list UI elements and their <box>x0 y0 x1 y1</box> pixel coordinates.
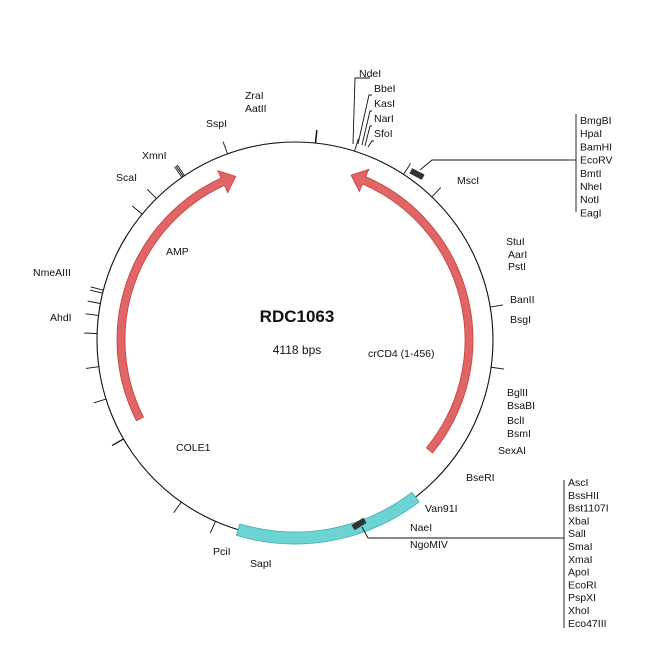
site-label-ndei: NdeI <box>359 68 381 80</box>
cluster-top-leader <box>352 77 370 145</box>
site-label-zrai: ZraI <box>245 90 264 102</box>
site-tick-xmni <box>403 163 411 175</box>
site-tick-sspi <box>354 138 359 152</box>
site-tick-msci <box>222 141 228 155</box>
plasmid-name: RDC1063 <box>260 307 335 326</box>
site-cluster-bottom: AscIBssHIIBst1107IXbaISalISmaIXmaIApoIEc… <box>351 477 609 630</box>
site-label-pspxi: PspXI <box>568 592 596 604</box>
site-tick-stui <box>176 164 185 176</box>
site-tick-psti <box>174 166 183 178</box>
site-label-xmai: XmaI <box>568 554 593 566</box>
site-label-aari: AarI <box>508 249 527 261</box>
plasmid-length: 4118 bps <box>273 343 322 357</box>
plasmid-backbone <box>96 141 494 539</box>
site-label-psti: PstI <box>508 261 526 273</box>
site-tick-bsgi <box>131 205 143 215</box>
site-tick-bsmi <box>85 313 99 316</box>
site-label-eagi: EagI <box>580 207 602 219</box>
site-label-kasi: KasI <box>374 98 395 110</box>
site-tick-bseri <box>85 366 99 369</box>
site-label-scai: ScaI <box>116 172 137 184</box>
site-label-bamhi: BamHI <box>580 141 612 153</box>
site-tick-van91i <box>93 398 107 404</box>
site-tick-nmeaiii <box>490 304 504 308</box>
site-label-nmeaiii: NmeAIII <box>33 267 71 279</box>
site-label-sspi: SspI <box>206 118 227 130</box>
site-tick-bcli <box>87 300 101 304</box>
cluster-right-marker <box>409 168 425 180</box>
site-label-sali: SalI <box>568 528 586 540</box>
site-label-bglii: BglII <box>507 387 528 399</box>
site-label-smai: SmaI <box>568 541 593 553</box>
site-label-bst1107i: Bst1107I <box>568 503 609 515</box>
cluster-bottom-labels: AscIBssHIIBst1107IXbaISalISmaIXmaIApoIEc… <box>568 477 609 630</box>
site-label-hpai: HpaI <box>580 128 602 140</box>
site-label-asci: AscI <box>568 477 588 489</box>
site-tick-ahdi <box>491 366 505 370</box>
site-label-bsmi: BsmI <box>507 428 531 440</box>
cluster-top-leader-4 <box>364 125 372 147</box>
site-label-noti: NotI <box>580 194 599 206</box>
site-label-xhoi: XhoI <box>568 605 590 617</box>
site-cluster-top: NdeI BbeI KasI NarI SfoI <box>352 68 396 148</box>
site-label-ahdi: AhdI <box>50 312 72 324</box>
feature-label-crcd4: crCD4 (1-456) <box>368 348 435 360</box>
site-label-pcii: PciI <box>213 546 231 558</box>
site-label-aatii: AatII <box>245 103 267 115</box>
site-label-bcli: BclI <box>507 415 525 427</box>
site-label-msci: MscI <box>457 175 479 187</box>
site-tick-banii <box>147 188 157 199</box>
site-label-bseri: BseRI <box>466 472 495 484</box>
cluster-right-leader <box>419 159 568 171</box>
site-label-bmti: BmtI <box>580 168 602 180</box>
site-label-sexai: SexAI <box>498 445 526 457</box>
site-label-apoi: ApoI <box>568 567 590 579</box>
site-tick-scai <box>431 187 442 198</box>
site-label-van91i: Van91I <box>425 503 458 515</box>
cluster-bottom-leader <box>361 526 560 539</box>
site-label-ecorv: EcoRV <box>580 155 613 167</box>
site-label-bsshii: BssHII <box>568 490 599 502</box>
feature-arrow-amp <box>350 168 474 454</box>
cluster-top-leader-2 <box>357 94 372 145</box>
site-label-bbei: BbeI <box>374 83 396 95</box>
site-label-xbai: XbaI <box>568 515 590 527</box>
site-label-banii: BanII <box>510 294 535 306</box>
site-label-stui: StuI <box>506 236 525 248</box>
site-tick-bsabi <box>89 289 103 294</box>
site-tick-sapi <box>173 501 182 513</box>
feature-arrow-crcd4-1-456 <box>116 170 237 422</box>
site-label-eco47iii: Eco47III <box>568 618 607 630</box>
site-tick-naei <box>111 438 124 446</box>
feature-label-cole1: COLE1 <box>176 442 211 454</box>
site-label-ngomiv: NgoMIV <box>410 539 448 551</box>
feature-block-cole1 <box>235 491 420 545</box>
site-label-naei: NaeI <box>410 522 432 534</box>
site-label-sfoi: SfoI <box>374 128 393 140</box>
site-label-bsabi: BsaBI <box>507 400 535 412</box>
cluster-bottom-marker <box>351 517 367 531</box>
site-tick-aatii <box>315 130 318 144</box>
cluster-top-leader-5 <box>367 140 374 148</box>
site-label-xmni: XmnI <box>142 150 167 162</box>
cluster-top-leader-3 <box>361 110 372 146</box>
site-tick-bglii <box>90 286 104 291</box>
site-tick-aari <box>175 165 184 177</box>
site-label-nhei: NheI <box>580 181 602 193</box>
site-tick-zrai <box>314 130 317 144</box>
site-label-bsgi: BsgI <box>510 314 531 326</box>
feature-layer <box>116 168 474 545</box>
site-label-nari: NarI <box>374 113 394 125</box>
site-tick-pcii <box>209 521 216 534</box>
site-label-sapi: SapI <box>250 558 272 570</box>
site-label-ecori: EcoRI <box>568 579 597 591</box>
feature-label-amp: AMP <box>166 246 189 258</box>
site-label-bmgbi: BmgBI <box>580 115 612 127</box>
